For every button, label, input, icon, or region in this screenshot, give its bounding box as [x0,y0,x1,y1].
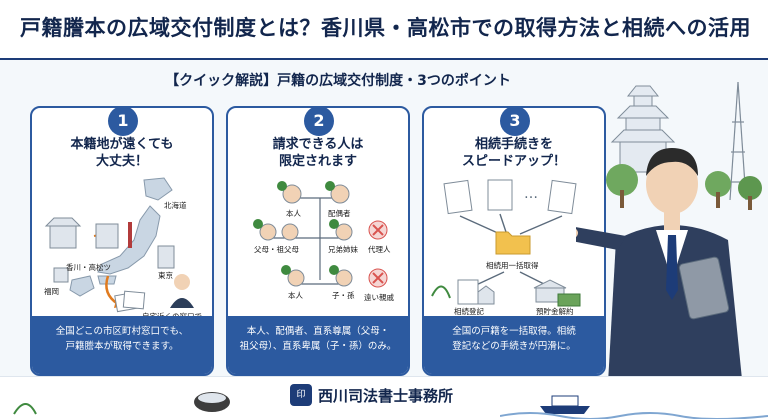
svg-text:…: … [524,186,538,202]
businessman-illustration [576,148,746,419]
card-footer-text: 全国どこの市区町村窓口でも、 戸籍謄本が取得できます。 [32,316,212,374]
card-title: 相続手続きを スピードアップ！ [461,137,566,169]
label-registry: 相続登記 [454,307,484,316]
label-spouse: 配偶者 [328,209,351,218]
family-tree-illustration: 本人 配偶者 父母・祖父母 兄弟姉妹 代理人 本人 子・孫 遠い親戚 [228,176,408,316]
label-self: 本人 [286,209,301,218]
label-tokyo: 東京 [158,271,173,280]
point-card-1: 1 本籍地が遠くても 大丈夫！ 北海道 香川・高松ツ 東京 福岡 自宅近くの窓口… [30,106,214,376]
label-self-2: 本人 [288,291,303,300]
card-footer-text: 本人、配偶者、直系尊属（父母・ 祖父母）、直系卑属（子・孫）のみ。 [228,316,408,374]
label-siblings: 兄弟姉妹 [328,245,358,254]
card-number-badge: 1 [108,108,138,136]
japan-map-illustration: 北海道 香川・高松ツ 東京 福岡 自宅近くの窓口で [32,176,212,321]
label-children: 子・孫 [332,291,355,300]
section-subtitle: 【クイック解説】戸籍の広域交付制度・3つのポイント [165,73,511,89]
card-number-badge: 3 [500,108,530,136]
card-number-badge: 2 [304,108,334,136]
label-agent: 代理人 [368,245,391,254]
label-fukuoka: 福岡 [44,287,59,296]
point-card-3: 3 相続手続きを スピードアップ！ … 相続用一括取得 相続登記 [422,106,606,376]
inheritance-flow-illustration: … 相続用一括取得 相続登記 預貯金解約 [424,176,604,316]
footer-scenery-left [13,392,230,415]
label-parents: 父母・祖父母 [254,245,299,254]
label-distant: 遠い親戚 [364,293,394,302]
label-bank: 預貯金解約 [536,307,574,316]
label-kagawa: 香川・高松ツ [66,263,111,272]
card-title: 請求できる人は 限定されます [272,137,364,169]
footer-scenery-right [500,395,768,419]
card-title: 本籍地が遠くても 大丈夫！ [70,137,174,169]
page-title: 戸籍謄本の広域交付制度とは？香川県・高松市での取得方法と相続への活用 [20,16,751,40]
label-bulk-acquisition: 相続用一括取得 [486,261,539,270]
office-name: 西川司法書士事務所 [318,387,454,405]
label-hokkaido: 北海道 [164,201,187,210]
header-bar: 戸籍謄本の広域交付制度とは？香川県・高松市での取得方法と相続への活用 [0,0,768,60]
point-card-2: 2 請求できる人は 限定されます [226,106,410,376]
trees-scenery [606,164,762,210]
card-footer-text: 全国の戸籍を一括取得。相続 登記などの手続きが円滑に。 [424,316,604,374]
seal-icon: 印 [290,384,312,406]
